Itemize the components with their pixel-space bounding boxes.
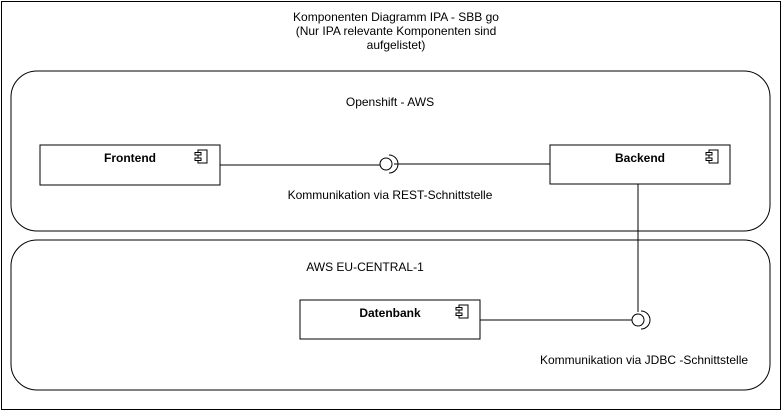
rest-connector-label: Kommunikation via REST-Schnittstelle	[288, 188, 493, 202]
diagram-title-line-2: (Nur IPA relevante Komponenten sind	[296, 24, 497, 38]
aws-region-label: AWS EU-CENTRAL-1	[306, 260, 424, 274]
component-icon	[455, 304, 469, 319]
jdbc-interface-ball-icon	[631, 313, 645, 327]
rest-interface-ball-icon	[379, 157, 393, 171]
openshift-label: Openshift - AWS	[346, 95, 434, 109]
diagram-title-line-3: aufgelistet)	[367, 38, 426, 52]
jdbc-interface-socket-icon	[640, 310, 651, 330]
frontend-component[interactable]: Frontend	[39, 144, 221, 186]
datenbank-component[interactable]: Datenbank	[299, 299, 481, 340]
frontend-label: Frontend	[104, 151, 156, 165]
component-icon	[705, 149, 719, 164]
backend-component[interactable]: Backend	[549, 144, 731, 185]
backend-label: Backend	[615, 151, 665, 165]
datenbank-label: Datenbank	[359, 306, 421, 320]
jdbc-connector-label: Kommunikation via JDBC -Schnittstelle	[540, 353, 748, 367]
component-icon	[194, 149, 208, 164]
diagram-title-line-1: Komponenten Diagramm IPA - SBB go	[293, 10, 499, 24]
rest-interface-socket-icon	[388, 154, 399, 174]
openshift-container	[10, 70, 771, 232]
